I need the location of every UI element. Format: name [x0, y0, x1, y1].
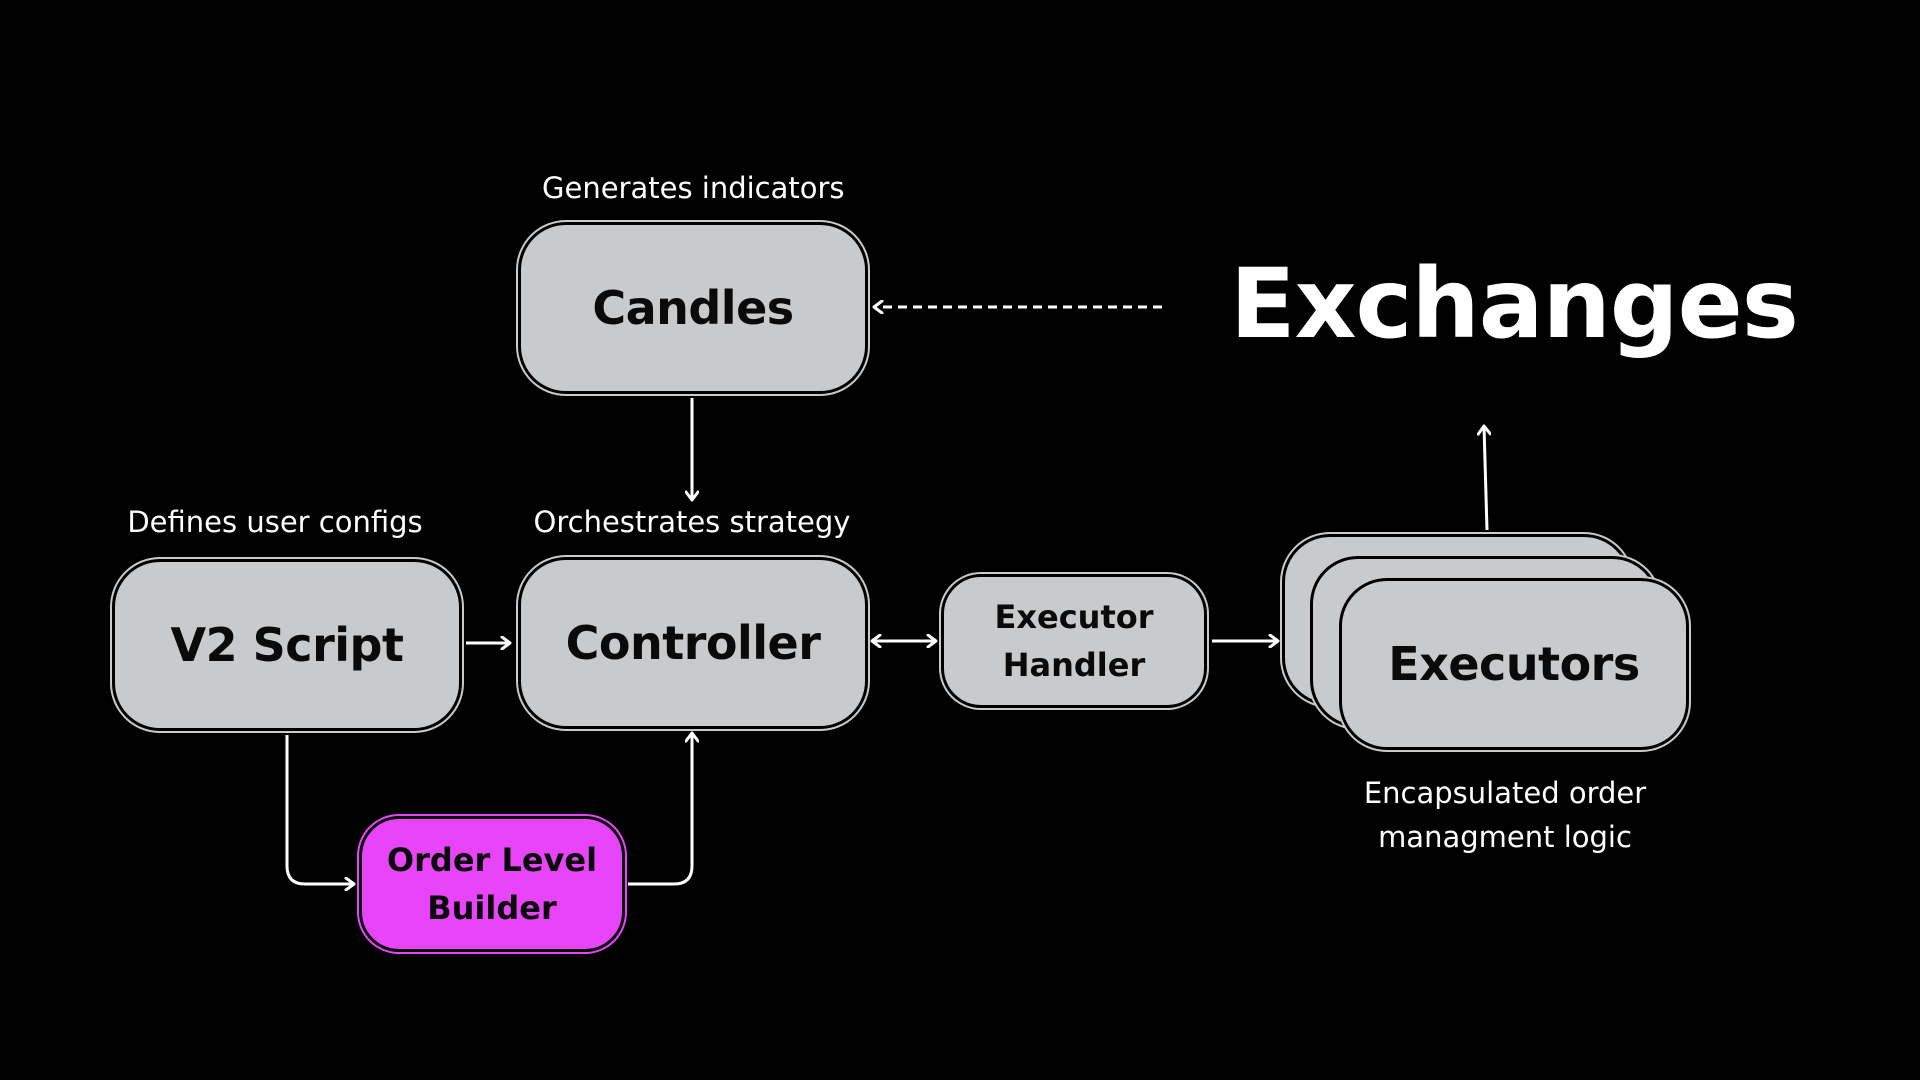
order-level-builder-label-line-1: Order Level: [386, 841, 598, 879]
executors-label: Executors: [1388, 637, 1640, 691]
controller-caption: Orchestrates strategy: [533, 505, 851, 539]
v2-script-label: V2 Script: [170, 618, 404, 672]
executor-handler-label-line-1: Executor: [994, 598, 1154, 636]
exchanges-label: Exchanges: [1230, 248, 1799, 360]
controller-label: Controller: [565, 616, 821, 670]
order-level-builder-node: Order Level Builder: [359, 816, 625, 952]
executor-handler-label-line-2: Handler: [1002, 646, 1146, 684]
candles-label: Candles: [592, 281, 794, 335]
order-level-builder-label-line-2: Builder: [427, 889, 557, 927]
v2-script-caption: Defines user configs: [127, 505, 423, 539]
executors-caption-line-2: managment logic: [1378, 820, 1632, 854]
candles-caption: Generates indicators: [542, 171, 845, 205]
v2-script-node: V2 Script: [112, 559, 462, 731]
edge-executors-exchanges: [1484, 426, 1487, 531]
executors-caption-line-1: Encapsulated order: [1363, 776, 1647, 810]
controller-node: Controller: [518, 557, 868, 729]
executor-handler-node: Executor Handler: [941, 574, 1207, 708]
edge-v2script-order-level-builder: [285, 735, 354, 884]
edge-order-level-builder-controller: [628, 733, 692, 886]
executors-node: Executors: [1339, 578, 1689, 750]
candles-node: Candles: [518, 222, 868, 394]
executors-caption: Encapsulated order managment logic: [1345, 771, 1665, 859]
